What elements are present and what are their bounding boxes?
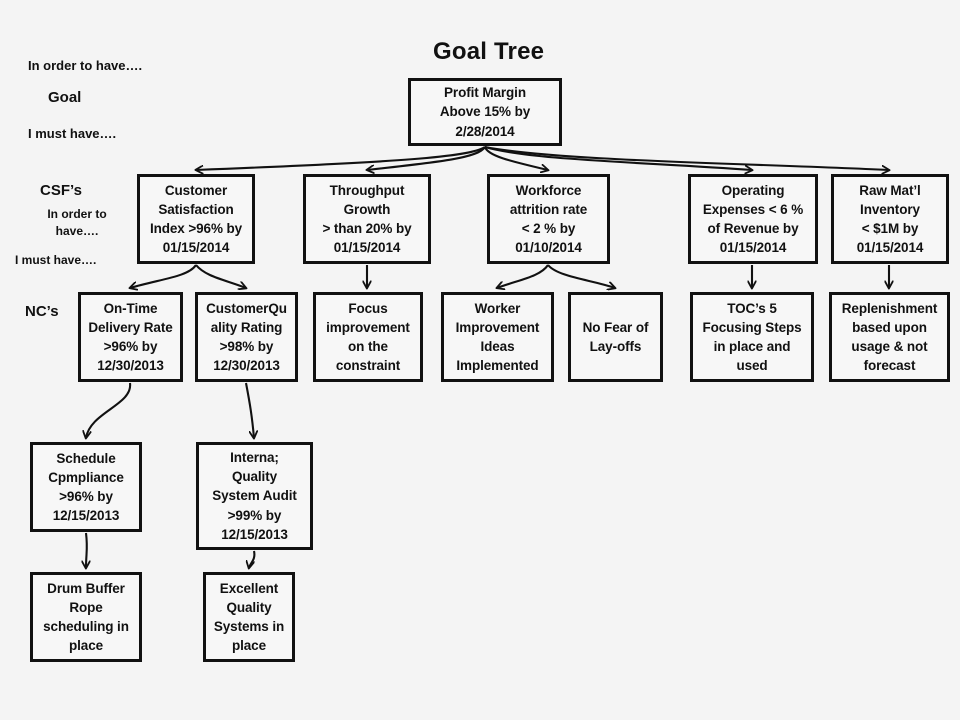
node-label: Schedule Cpmpliance >96% by 12/15/2013 xyxy=(48,450,124,524)
node-replenishment-usage-based[interactable]: Replenishment based upon usage & not for… xyxy=(829,292,950,382)
node-focus-improvement-constraint[interactable]: Focus improvement on the constraint xyxy=(313,292,423,382)
label-in-order-to-have-mid: In order to have…. xyxy=(47,207,107,239)
node-operating-expenses[interactable]: Operating Expenses < 6 % of Revenue by 0… xyxy=(688,174,818,264)
page-title: Goal Tree xyxy=(433,38,545,65)
node-toc-5-focusing-steps[interactable]: TOC’s 5 Focusing Steps in place and used xyxy=(690,292,814,382)
label-in-order-to-have-top: In order to have…. xyxy=(28,58,143,73)
node-label: No Fear of Lay-offs xyxy=(582,319,649,354)
node-schedule-compliance[interactable]: Schedule Cpmpliance >96% by 12/15/2013 xyxy=(30,442,142,532)
node-label: Operating Expenses < 6 % of Revenue by 0… xyxy=(702,182,804,256)
node-label: Profit Margin Above 15% by 2/28/2014 xyxy=(439,85,531,139)
node-workforce-attrition[interactable]: Workforce attrition rate < 2 % by 01/10/… xyxy=(487,174,610,264)
node-label: Worker Improvement Ideas Implemented xyxy=(455,300,540,374)
node-no-fear-of-layoffs[interactable]: No Fear of Lay-offs xyxy=(568,292,663,382)
node-label: Workforce attrition rate < 2 % by 01/10/… xyxy=(509,182,588,256)
node-label: Throughput Growth > than 20% by 01/15/20… xyxy=(322,182,412,256)
node-label: Drum Buffer Rope scheduling in place xyxy=(43,580,129,654)
node-drum-buffer-rope[interactable]: Drum Buffer Rope scheduling in place xyxy=(30,572,142,662)
node-label: TOC’s 5 Focusing Steps in place and used xyxy=(702,300,802,374)
node-customer-quality-rating[interactable]: CustomerQu ality Rating >98% by 12/30/20… xyxy=(195,292,298,382)
node-profit-margin[interactable]: Profit Margin Above 15% by 2/28/2014 xyxy=(408,78,562,146)
node-worker-improvement-ideas[interactable]: Worker Improvement Ideas Implemented xyxy=(441,292,554,382)
node-label: Excellent Quality Systems in place xyxy=(213,580,285,654)
label-goal: Goal xyxy=(48,89,82,106)
node-label: Focus improvement on the constraint xyxy=(326,300,410,374)
label-nc: NC’s xyxy=(25,303,59,320)
node-label: Interna; Quality System Audit >99% by 12… xyxy=(212,450,297,542)
node-excellent-quality-systems[interactable]: Excellent Quality Systems in place xyxy=(203,572,295,662)
node-label: Replenishment based upon usage & not for… xyxy=(841,300,938,374)
node-label: CustomerQu ality Rating >98% by 12/30/20… xyxy=(206,300,287,374)
label-csf: CSF’s xyxy=(40,182,82,199)
node-label: Customer Satisfaction Index >96% by 01/1… xyxy=(149,182,243,256)
node-label: On-Time Delivery Rate >96% by 12/30/2013 xyxy=(88,300,173,374)
node-throughput-growth[interactable]: Throughput Growth > than 20% by 01/15/20… xyxy=(303,174,431,264)
label-i-must-have-top: I must have…. xyxy=(28,126,117,141)
node-on-time-delivery-rate[interactable]: On-Time Delivery Rate >96% by 12/30/2013 xyxy=(78,292,183,382)
node-internal-quality-system-audit[interactable]: Interna; Quality System Audit >99% by 12… xyxy=(196,442,313,550)
node-customer-satisfaction[interactable]: Customer Satisfaction Index >96% by 01/1… xyxy=(137,174,255,264)
node-raw-material-inventory[interactable]: Raw Mat’l Inventory < $1M by 01/15/2014 xyxy=(831,174,949,264)
label-i-must-have-mid: I must have…. xyxy=(15,253,97,267)
node-label: Raw Mat’l Inventory < $1M by 01/15/2014 xyxy=(856,182,924,256)
